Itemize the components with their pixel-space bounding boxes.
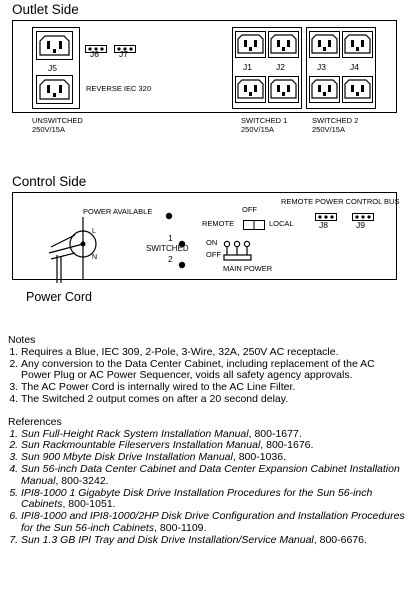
reference-item: Sun Rackmountable Fileservers Installati… <box>21 439 406 452</box>
reference-number: , 800-1109. <box>154 521 207 534</box>
reference-number: , 800-1676. <box>260 439 314 452</box>
control-panel: POWER AVAILABLE OFF REMOTE LOCAL REMOTE … <box>12 192 400 283</box>
outlet-j5-lower <box>36 75 73 109</box>
reference-item: Sun Full-Height Rack System Installation… <box>21 427 406 441</box>
control-side-title: Control Side <box>12 174 87 189</box>
j6-connector <box>85 40 107 58</box>
j7-label: J7 <box>119 49 128 59</box>
remote-label: REMOTE <box>202 219 235 228</box>
reference-number: , 800-1036. <box>232 451 286 464</box>
remote-local-switch[interactable] <box>243 217 265 235</box>
note-item: Any conversion to the Data Center Cabine… <box>21 358 406 383</box>
main-power-on-label: ON <box>206 238 218 247</box>
reference-title: Sun Full-Height Rack System Installation… <box>21 427 249 440</box>
outlet-j5-upper <box>36 31 73 65</box>
switched-word-label: SWITCHED <box>146 244 189 253</box>
switched1-rating: 250V/15A <box>241 125 274 134</box>
outlet-label-j4: J4 <box>350 62 359 72</box>
power-available-label: POWER AVAILABLE <box>83 207 153 216</box>
unswitched-rating: 250V/15A <box>32 125 65 134</box>
power-cord-inlet <box>33 215 123 295</box>
power-available-led <box>165 207 173 225</box>
outlet-label-j2: J2 <box>276 62 285 72</box>
reference-item: Sun 900 Mbyte Disk Drive Installation Ma… <box>21 451 406 464</box>
cord-L-label: L <box>92 228 96 235</box>
switched2-label: SWITCHED 2 <box>312 116 359 125</box>
outlet-label-j1: J1 <box>243 62 252 72</box>
reference-number: , 800-1051. <box>62 498 116 511</box>
unswitched-caption: UNSWITCHED 250V/15A <box>32 116 83 134</box>
reference-number: , 800-3242. <box>55 474 109 487</box>
j8-connector <box>315 208 337 226</box>
switched1-caption: SWITCHED 1 250V/15A <box>241 116 287 134</box>
reference-item: IPI8-1000 and IPI8-1000/2HP Disk Drive C… <box>21 510 406 535</box>
references-heading: References <box>8 415 62 428</box>
outlet-side-title: Outlet Side <box>12 2 79 17</box>
j9-connector <box>352 208 374 226</box>
references-list: Sun Full-Height Rack System Installation… <box>8 427 406 547</box>
reference-number: , 800-1677. <box>248 427 302 440</box>
outlet-label-j5: J5 <box>48 63 57 73</box>
switched1-outlet-group: J1 J2 <box>232 27 302 109</box>
reference-title: Sun Rackmountable Fileservers Installati… <box>21 439 261 452</box>
switched-2-led <box>178 256 186 274</box>
reference-title: Sun 900 Mbyte Disk Drive Installation Ma… <box>21 451 233 464</box>
reference-title: IPI8-1000 1 Gigabyte Disk Drive Installa… <box>21 486 373 511</box>
local-label: LOCAL <box>269 219 294 228</box>
outlet-j4-upper <box>342 31 373 63</box>
outlet-j2-lower <box>268 76 299 108</box>
unswitched-label: UNSWITCHED <box>32 116 83 125</box>
note-item: The AC Power Cord is internally wired to… <box>21 381 406 394</box>
reverse-iec-label: REVERSE IEC 320 <box>86 84 152 93</box>
reference-item: Sun 56-inch Data Center Cabinet and Data… <box>21 462 406 488</box>
remote-bus-label: REMOTE POWER CONTROL BUS <box>281 197 400 206</box>
switched-2-number: 2 <box>168 254 173 264</box>
j8-label: J8 <box>319 220 328 230</box>
main-power-label: MAIN POWER <box>223 264 273 273</box>
reference-item: IPI8-1000 1 Gigabyte Disk Drive Installa… <box>21 486 406 512</box>
switched2-outlet-group: J3 J4 <box>306 27 376 109</box>
reference-item: Sun 1.3 GB IPI Tray and Disk Drive Insta… <box>21 533 406 547</box>
note-item: Requires a Blue, IEC 309, 2-Pole, 3-Wire… <box>21 346 406 359</box>
reference-title: Sun 1.3 GB IPI Tray and Disk Drive Insta… <box>21 533 314 546</box>
reference-title: Sun 56-inch Data Center Cabinet and Data… <box>21 462 400 487</box>
outlet-label-j3: J3 <box>317 62 326 72</box>
power-cord-label: Power Cord <box>26 290 92 304</box>
cord-N-label: N <box>92 254 98 261</box>
outlet-j4-lower <box>342 76 373 108</box>
reference-title: IPI8-1000 and IPI8-1000/2HP Disk Drive C… <box>21 510 405 534</box>
main-power-breaker[interactable] <box>223 240 259 267</box>
notes-heading: Notes <box>8 334 36 346</box>
main-power-off-label: OFF <box>206 250 221 259</box>
outlet-j3-lower <box>309 76 340 108</box>
switched2-rating: 250V/15A <box>312 125 345 134</box>
reference-number: , 800-6676. <box>313 533 367 546</box>
outlet-j1-lower <box>235 76 266 108</box>
switched-1-led <box>178 235 186 253</box>
outlet-j2-upper <box>268 31 299 63</box>
j6-label: J6 <box>90 49 99 59</box>
notes-list: Requires a Blue, IEC 309, 2-Pole, 3-Wire… <box>8 346 406 406</box>
switched2-caption: SWITCHED 2 250V/15A <box>312 116 358 134</box>
outlet-j3-upper <box>309 31 340 63</box>
j5-outlet-group: J5 <box>32 27 80 109</box>
j9-label: J9 <box>356 220 365 230</box>
outlet-j1-upper <box>235 31 266 63</box>
notes-section: Notes Requires a Blue, IEC 309, 2-Pole, … <box>8 334 406 547</box>
note-item: The Switched 2 output comes on after a 2… <box>21 393 406 406</box>
switched1-label: SWITCHED 1 <box>241 116 288 125</box>
remote-local-off-label: OFF <box>242 205 257 214</box>
switched-1-number: 1 <box>168 233 173 243</box>
outlet-panel: J5 J6 J7 REVERSE IEC 320 J1 J2 J3 J4 <box>12 20 397 113</box>
j7-connector <box>114 40 136 58</box>
